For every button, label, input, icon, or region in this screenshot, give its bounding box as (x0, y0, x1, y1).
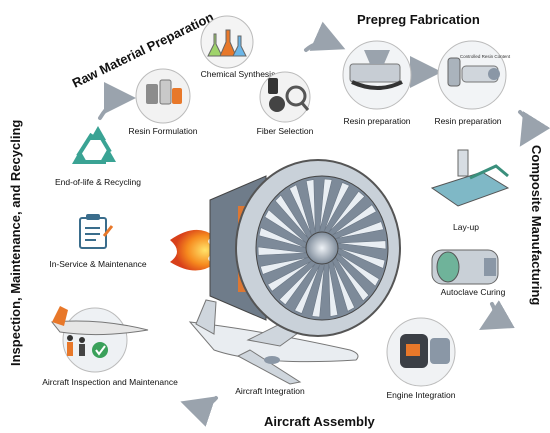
fan-blade (323, 182, 350, 232)
stage-title-composite: Composite Manufacturing (529, 145, 544, 305)
arrow-to-autoclave (479, 300, 515, 330)
engine-nacelle-icon (400, 334, 450, 368)
label-engine-integration: Engine Integration (387, 390, 456, 400)
fiber-selection-step: Fiber Selection (257, 71, 314, 136)
label-autoclave: Autoclave Curing (441, 287, 506, 297)
resin-content-machine-icon (447, 57, 500, 87)
fan-blade (337, 252, 380, 287)
fan-blade (328, 190, 366, 233)
fan-blade (264, 209, 307, 244)
resin-drums-icon (146, 79, 182, 105)
recycle-icon (72, 126, 116, 164)
prepreg-resin-step-2: Controlled Resin Content Resin preparati… (434, 40, 511, 126)
chemical-synthesis-step: Chemical Synthesis (200, 15, 276, 79)
in-service-step: In-Service & Maintenance (49, 214, 147, 269)
arrow-to-composite (518, 110, 550, 147)
fan-blade (289, 184, 312, 236)
label-resin-formulation: Resin Formulation (129, 126, 198, 136)
fan-blades (257, 178, 387, 318)
jet-engine-icon (170, 159, 401, 337)
label-chemical-synthesis: Chemical Synthesis (201, 69, 276, 79)
arrow-to-prepreg (304, 21, 346, 52)
fan-blade (305, 179, 316, 233)
autoclave-step: Autoclave Curing (431, 249, 506, 297)
fan-blade (258, 227, 307, 249)
fan-blade (267, 260, 312, 292)
inspection-plane-icon (51, 306, 149, 336)
checkmark-icon (92, 342, 108, 358)
fan-blade (319, 178, 333, 231)
fan-blade (278, 263, 316, 306)
label-fiber-selection: Fiber Selection (257, 126, 314, 136)
label-controlled-resin: Controlled Resin Content (460, 54, 511, 59)
layup-step: Lay-up (430, 149, 510, 232)
fan-blade (337, 240, 387, 250)
arrow-to-assembly (180, 396, 218, 427)
label-layup: Lay-up (453, 222, 479, 232)
fan-blade (294, 264, 321, 314)
technicians-icon (67, 335, 85, 356)
fan-blade (274, 194, 309, 239)
fan-blade (259, 257, 309, 275)
stage-title-prepreg: Prepreg Fabrication (357, 12, 480, 27)
label-end-of-life: End-of-life & Recycling (55, 177, 141, 187)
fan-blade (311, 265, 325, 318)
lab-flasks-icon (207, 29, 247, 57)
layup-mold-icon (430, 149, 510, 207)
end-of-life-step: End-of-life & Recycling (55, 126, 141, 187)
resin-formulation-step: Resin Formulation (129, 68, 198, 136)
fan-blade (257, 246, 307, 256)
autoclave-icon (431, 249, 499, 285)
prepreg-resin-step-1: Resin preparation (342, 40, 412, 126)
maintenance-clipboard-icon (79, 214, 114, 249)
fiber-spool-icon (268, 78, 310, 112)
label-prepreg-resin-1: Resin preparation (343, 116, 410, 126)
label-aircraft-integration: Aircraft Integration (235, 386, 305, 396)
arrow-to-raw-material (98, 82, 136, 120)
stage-title-inspection: Inspection, Maintenance, and Recycling (8, 120, 23, 366)
flow-arrows (98, 21, 550, 427)
label-in-service: In-Service & Maintenance (49, 259, 147, 269)
label-aircraft-inspection: Aircraft Inspection and Maintenance (42, 377, 178, 387)
label-prepreg-resin-2: Resin preparation (434, 116, 501, 126)
fan-blade (332, 204, 377, 236)
fan-blade (332, 260, 355, 312)
fan-blade (335, 257, 370, 302)
engine-hub (305, 231, 339, 265)
aircraft-integration-step: Aircraft Integration (188, 299, 359, 396)
stage-title-assembly: Aircraft Assembly (264, 414, 376, 429)
fan-blade (328, 263, 339, 317)
fan-blade (335, 221, 385, 239)
coating-machine-icon (349, 50, 403, 90)
flame-icon (170, 229, 220, 271)
engine-integration-step: Engine Integration (386, 317, 456, 400)
aircraft-inspection-step: Aircraft Inspection and Maintenance (42, 306, 178, 387)
fan-blade (337, 247, 386, 269)
airplane-icon (188, 299, 359, 385)
